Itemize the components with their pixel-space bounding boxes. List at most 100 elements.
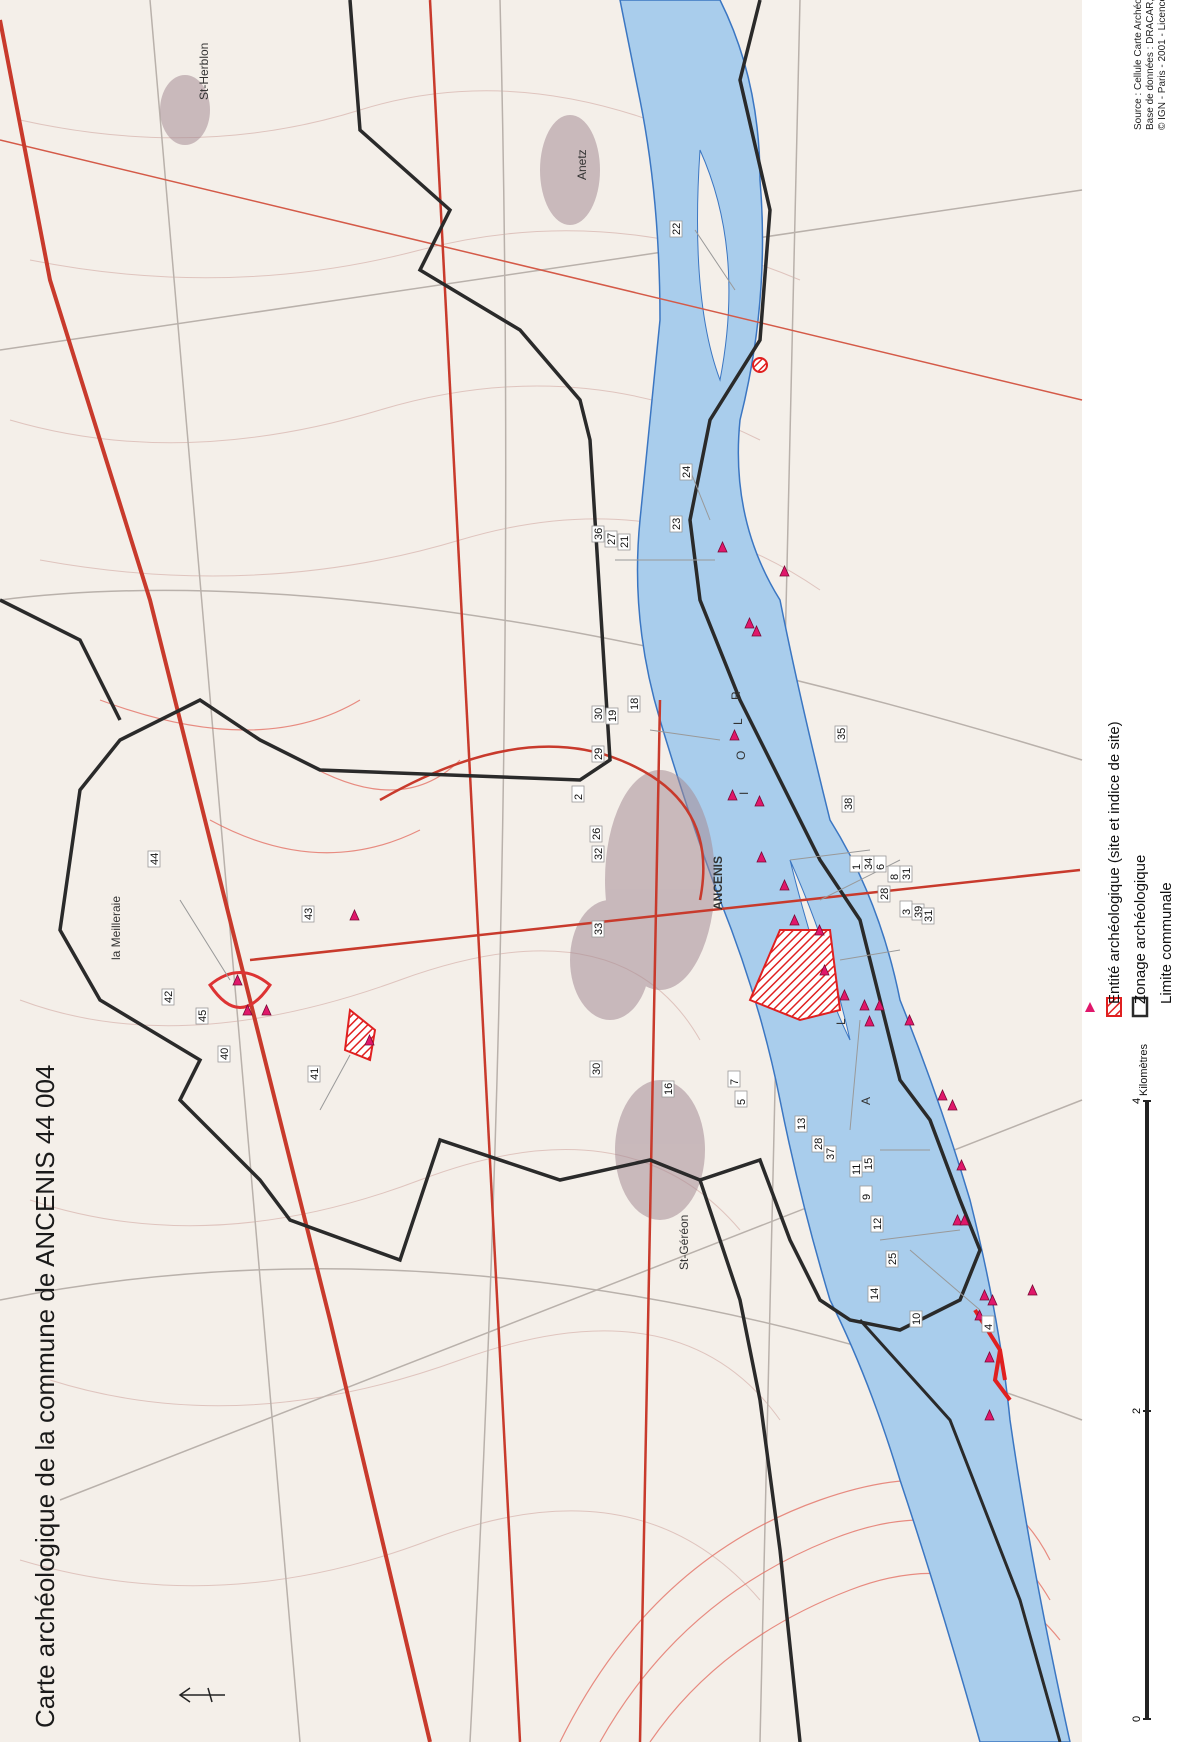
place-st-herblon: St-Herblon — [197, 43, 211, 100]
river-label-o: O — [734, 751, 748, 760]
river-label-r: R — [729, 691, 743, 700]
boundary-north — [0, 598, 122, 721]
site-number-text: 30 — [591, 1063, 603, 1075]
site-number-7: 18 — [627, 695, 641, 713]
site-number-29: 5 — [734, 1090, 748, 1108]
site-number-27: 16 — [661, 1080, 675, 1098]
site-number-5: 27 — [604, 530, 618, 548]
site-number-text: 29 — [593, 748, 605, 760]
scale-tick-4: 4 — [1131, 1098, 1143, 1104]
site-number-text: 22 — [671, 223, 683, 235]
legend-boundary-icon — [1131, 996, 1149, 1018]
river-label-la-l: L — [834, 1018, 848, 1025]
scale-title: Kilomètres — [1138, 1044, 1150, 1096]
river-label-i: I — [737, 792, 751, 795]
source-line-2: Base de données : DRACAR, juin 2001 — [1145, 0, 1156, 130]
site-number-text: 7 — [729, 1079, 741, 1085]
terrain-texture — [9, 90, 821, 1601]
site-number-text: 14 — [869, 1288, 881, 1300]
north-arrow-icon — [178, 1687, 225, 1703]
site-number-11: 2 — [571, 785, 585, 803]
site-number-21: 31 — [899, 865, 913, 883]
source-line-3: © IGN - Paris - 2001 - Licence n°9136 — [1157, 0, 1168, 130]
archaeological-zones — [343, 357, 1012, 1402]
site-number-28: 7 — [727, 1070, 741, 1088]
site-number-31: 28 — [811, 1135, 825, 1153]
place-road-label: la Meilleraie — [109, 896, 123, 960]
site-number-text: 9 — [861, 1194, 873, 1200]
site-number-33: 15 — [861, 1155, 875, 1173]
site-number-text: 25 — [887, 1253, 899, 1265]
source-line-1: Source : Cellule Carte Archéologique des… — [1133, 0, 1144, 130]
site-number-37: 25 — [885, 1250, 899, 1268]
site-number-text: 18 — [629, 698, 641, 710]
site-number-22: 28 — [877, 885, 891, 903]
site-number-text: 45 — [197, 1010, 209, 1022]
site-number-42: 44 — [147, 850, 161, 868]
scale-tick-2: 2 — [1131, 1408, 1143, 1414]
site-number-text: 41 — [309, 1068, 321, 1080]
site-number-text: 34 — [863, 858, 875, 870]
site-number-text: 24 — [681, 466, 693, 478]
site-number-40: 4 — [981, 1315, 995, 1333]
site-number-text: 43 — [303, 908, 315, 920]
site-number-text: 11 — [851, 1164, 863, 1175]
site-number-41: 43 — [301, 905, 315, 923]
site-number-23: 3 — [899, 900, 913, 918]
site-number-3: 23 — [669, 515, 683, 533]
site-number-18: 34 — [861, 855, 875, 873]
site-number-text: 28 — [879, 888, 891, 900]
site-number-text: 19 — [607, 710, 619, 722]
site-number-44: 45 — [195, 1007, 209, 1025]
site-number-text: 37 — [825, 1148, 837, 1160]
boundary-west — [698, 1179, 802, 1742]
site-number-text: 36 — [593, 528, 605, 540]
place-anetz: Anetz — [575, 149, 589, 180]
site-number-text: 21 — [619, 536, 631, 548]
site-number-text: 6 — [875, 864, 887, 870]
site-number-38: 14 — [867, 1285, 881, 1303]
site-number-text: 35 — [836, 728, 848, 740]
site-number-text: 44 — [149, 853, 161, 865]
site-number-text: 4 — [983, 1324, 995, 1330]
legend-item-entity: Entité archéologique (site et indice de … — [1106, 721, 1123, 1004]
boundary-south — [858, 1318, 1062, 1742]
communal-boundary — [58, 0, 982, 1332]
source-credits: Source : Cellule Carte Archéologique des… — [1133, 0, 1169, 130]
site-number-34: 11 — [849, 1160, 863, 1178]
site-number-20: 8 — [887, 865, 901, 883]
site-number-text: 2 — [573, 794, 585, 800]
motorway — [0, 19, 432, 1742]
legend-symbols — [1085, 996, 1149, 1018]
site-number-30: 13 — [794, 1115, 808, 1133]
site-number-6: 21 — [617, 533, 631, 551]
site-number-19: 6 — [873, 855, 887, 873]
scale-bar — [1143, 1100, 1151, 1720]
site-number-17: 1 — [849, 855, 863, 873]
main-roads — [0, 0, 1083, 1742]
site-number-43: 42 — [161, 988, 175, 1006]
scale-tick-0: 0 — [1131, 1716, 1143, 1722]
site-number-36: 12 — [870, 1215, 884, 1233]
site-number-14: 26 — [589, 825, 603, 843]
river-label-la-a: A — [859, 1097, 873, 1105]
site-number-12: 35 — [834, 725, 848, 743]
site-number-text: 33 — [593, 923, 605, 935]
site-number-26: 30 — [589, 1060, 603, 1078]
site-number-text: 27 — [606, 533, 618, 545]
site-number-text: 42 — [163, 991, 175, 1003]
legend-hatched-zone-icon — [1106, 997, 1122, 1017]
site-number-text: 12 — [872, 1218, 884, 1230]
site-number-8: 30 — [591, 705, 605, 723]
site-number-text: 15 — [863, 1158, 875, 1170]
site-number-text: 32 — [593, 848, 605, 860]
site-number-46: 41 — [307, 1065, 321, 1083]
site-number-text: 16 — [663, 1083, 675, 1095]
site-number-text: 8 — [889, 874, 901, 880]
site-number-text: 5 — [736, 1099, 748, 1105]
leader-lines — [179, 229, 981, 1311]
legend-item-boundary: Limite communale — [1158, 882, 1175, 1004]
legend: Entité archéologique (site et indice de … — [1102, 721, 1180, 1004]
site-number-2: 24 — [679, 463, 693, 481]
